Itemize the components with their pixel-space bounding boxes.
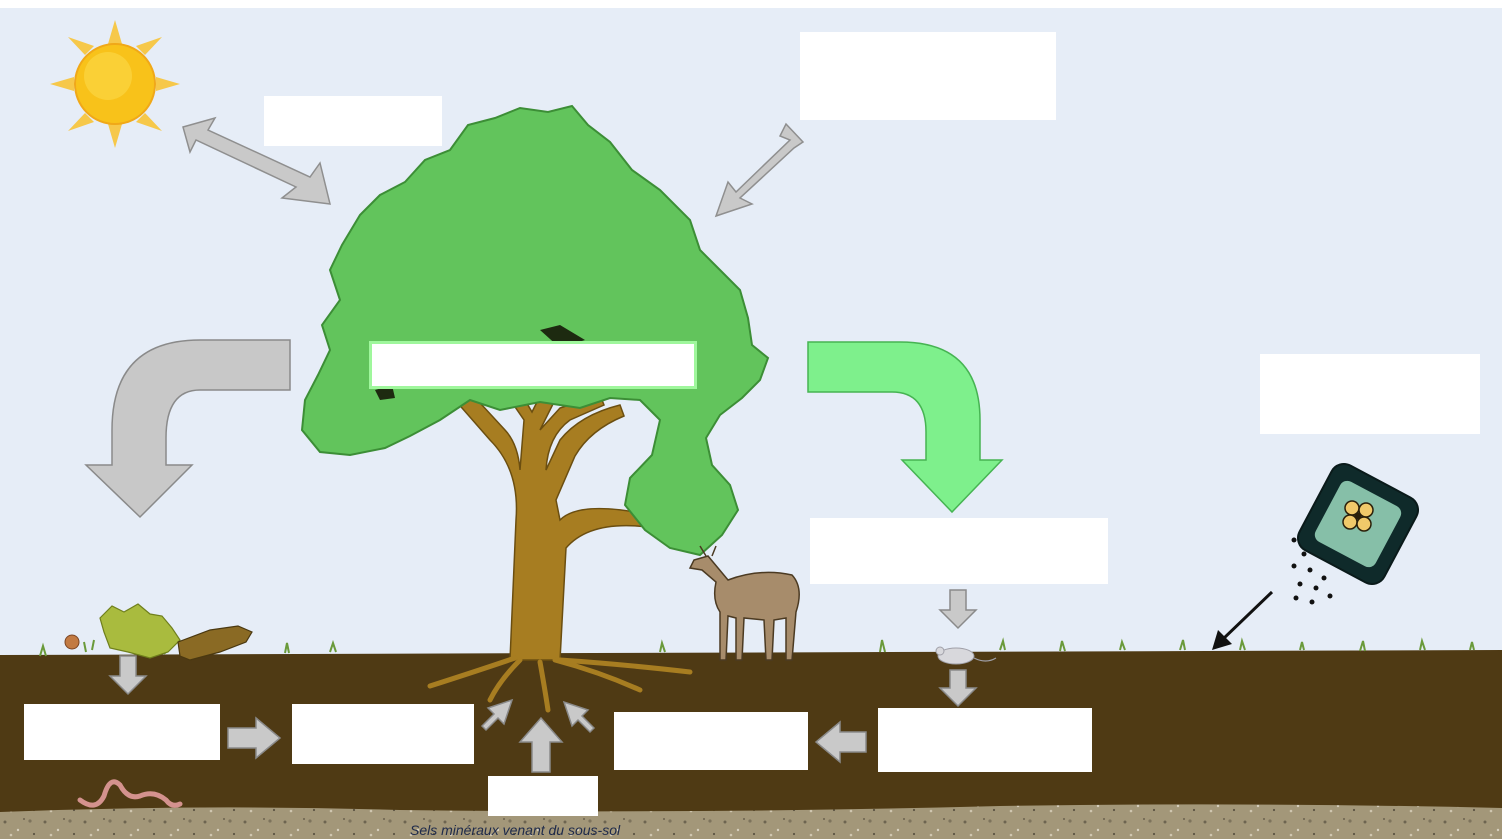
label-box-right-sky[interactable] [1260, 354, 1480, 434]
label-box-consumer[interactable] [810, 518, 1108, 584]
label-box-bottom-right-1[interactable] [614, 712, 808, 770]
sky [0, 0, 1502, 660]
label-box-tree-center[interactable] [372, 344, 694, 386]
label-box-above-sun-arrow[interactable] [264, 96, 442, 146]
label-box-bottom-center[interactable] [488, 776, 598, 816]
label-box-bottom-left-1[interactable] [24, 704, 220, 760]
label-box-top-right[interactable] [800, 32, 1056, 120]
label-box-bottom-left-2[interactable] [292, 704, 474, 764]
label-box-bottom-right-2[interactable] [878, 708, 1092, 772]
subsoil-caption: Sels minéraux venant du sous-sol [410, 822, 620, 838]
